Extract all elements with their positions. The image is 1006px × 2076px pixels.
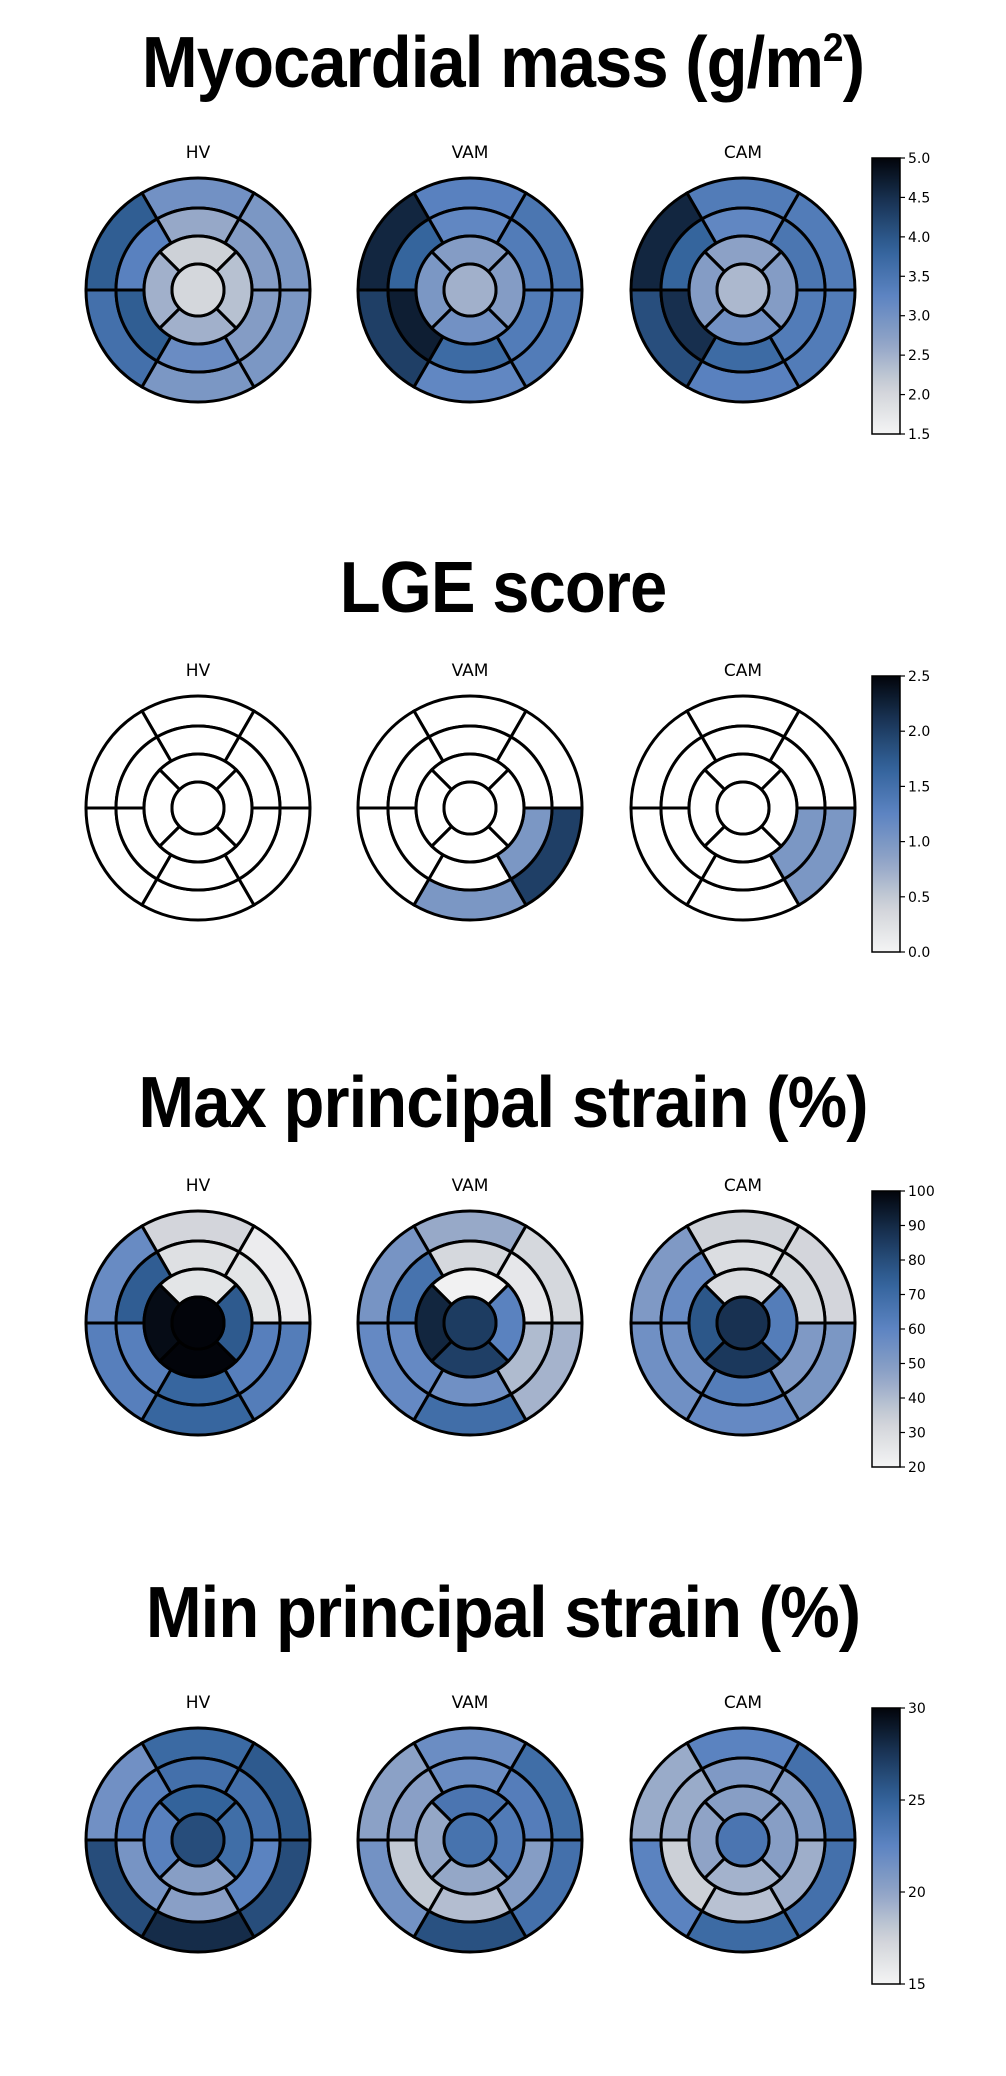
panel-label: HV <box>186 661 211 681</box>
colorbar-tick-label: 90 <box>908 1219 926 1235</box>
colorbar: 15 20 25 30 <box>871 1701 926 1993</box>
colorbar-tick-label: 20 <box>908 1460 926 1476</box>
bullseye-max-principal-strain-cam: CAM <box>629 1176 857 1437</box>
colorbar-tick-label: 80 <box>908 1253 926 1269</box>
panel-label: VAM <box>452 1693 489 1713</box>
colorbar-tick-label: 2.0 <box>908 388 930 404</box>
colorbar-tick-label: 2.0 <box>908 724 930 740</box>
bullseye-max-principal-strain-hv: HV <box>84 1176 312 1437</box>
panel-label: VAM <box>452 661 489 681</box>
colorbar-tick-label: 60 <box>908 1322 926 1338</box>
colorbar-tick-label: 30 <box>908 1701 926 1717</box>
colorbar-tick-label: 50 <box>908 1357 926 1373</box>
colorbar-tick-label: 5.0 <box>908 151 930 167</box>
section-title-min-strain: Min principal strain (%) <box>145 1573 861 1653</box>
bullseye-myocardial-mass-g-mcam: CAM <box>629 143 857 404</box>
panel-label: VAM <box>452 143 489 163</box>
colorbar-tick-label: 2.5 <box>908 669 930 685</box>
section-title-mass: Myocardial mass (g/m2) <box>35 22 971 104</box>
segment-apex <box>442 1812 498 1868</box>
bullseye-min-principal-strain-vam: VAM <box>356 1693 584 1954</box>
colorbar-tick-label: 1.5 <box>908 427 930 443</box>
bullseye-lge-scorecam: CAM <box>629 661 857 922</box>
title-close: ) <box>842 23 865 103</box>
colorbar-tick-label: 1.0 <box>908 835 930 851</box>
panel-label: CAM <box>724 1176 762 1196</box>
title-superscript: 2 <box>822 26 844 70</box>
colorbar-tick-label: 25 <box>908 1793 926 1809</box>
panel-label: VAM <box>452 1176 489 1196</box>
segment-apex <box>442 780 498 836</box>
colorbar-tick-label: 2.5 <box>908 348 930 364</box>
colorbar-tick-label: 70 <box>908 1288 926 1304</box>
colorbar-tick-label: 100 <box>908 1184 935 1200</box>
colorbar-gradient <box>871 1707 901 1985</box>
colorbar-tick-label: 20 <box>908 1885 926 1901</box>
colorbar-tick-label: 30 <box>908 1426 926 1442</box>
bullseye-lge-scorehv: HV <box>84 661 312 922</box>
colorbar-gradient <box>871 157 901 435</box>
section-title-max-strain: Max principal strain (%) <box>138 1063 868 1143</box>
colorbar-tick-label: 0.0 <box>908 945 930 961</box>
section-title-lge: LGE score <box>339 548 667 628</box>
segment-apex <box>170 1295 226 1351</box>
segment-apex <box>442 262 498 318</box>
colorbar-tick-label: 4.5 <box>908 190 930 206</box>
segment-apex <box>442 1295 498 1351</box>
colorbar: 0.0 0.5 1.0 1.5 2.0 2.5 <box>871 669 930 961</box>
bullseye-myocardial-mass-g-mhv: HV <box>84 143 312 404</box>
colorbar-tick-label: 40 <box>908 1391 926 1407</box>
colorbar-tick-label: 4.0 <box>908 230 930 246</box>
segment-apex <box>715 780 771 836</box>
bullseye-myocardial-mass-g-mvam: VAM <box>356 143 584 404</box>
segment-apex <box>170 262 226 318</box>
title-text: Myocardial mass (g/m <box>141 23 824 103</box>
panel-label: CAM <box>724 661 762 681</box>
segment-apex <box>715 1295 771 1351</box>
segment-apex <box>170 1812 226 1868</box>
segment-apex <box>715 262 771 318</box>
colorbar-tick-label: 15 <box>908 1977 926 1993</box>
colorbar-tick-label: 1.5 <box>908 779 930 795</box>
panel-label: CAM <box>724 143 762 163</box>
panel-label: HV <box>186 143 211 163</box>
bullseye-max-principal-strain-vam: VAM <box>356 1176 584 1437</box>
panel-label: HV <box>186 1176 211 1196</box>
colorbar: 1.5 2.0 2.5 3.0 3.5 4.0 4.5 5.0 <box>871 151 930 443</box>
bullseye-lge-scorevam: VAM <box>356 661 584 922</box>
panel-label: CAM <box>724 1693 762 1713</box>
colorbar-gradient <box>871 1190 901 1468</box>
bullseye-min-principal-strain-cam: CAM <box>629 1693 857 1954</box>
panel-label: HV <box>186 1693 211 1713</box>
colorbar-gradient <box>871 675 901 953</box>
colorbar-tick-label: 0.5 <box>908 890 930 906</box>
bullseye-min-principal-strain-hv: HV <box>84 1693 312 1954</box>
segment-apex <box>715 1812 771 1868</box>
colorbar-tick-label: 3.0 <box>908 309 930 325</box>
colorbar: 20 30 40 50 60 70 80 90 100 <box>871 1184 935 1476</box>
colorbar-tick-label: 3.5 <box>908 269 930 285</box>
segment-apex <box>170 780 226 836</box>
